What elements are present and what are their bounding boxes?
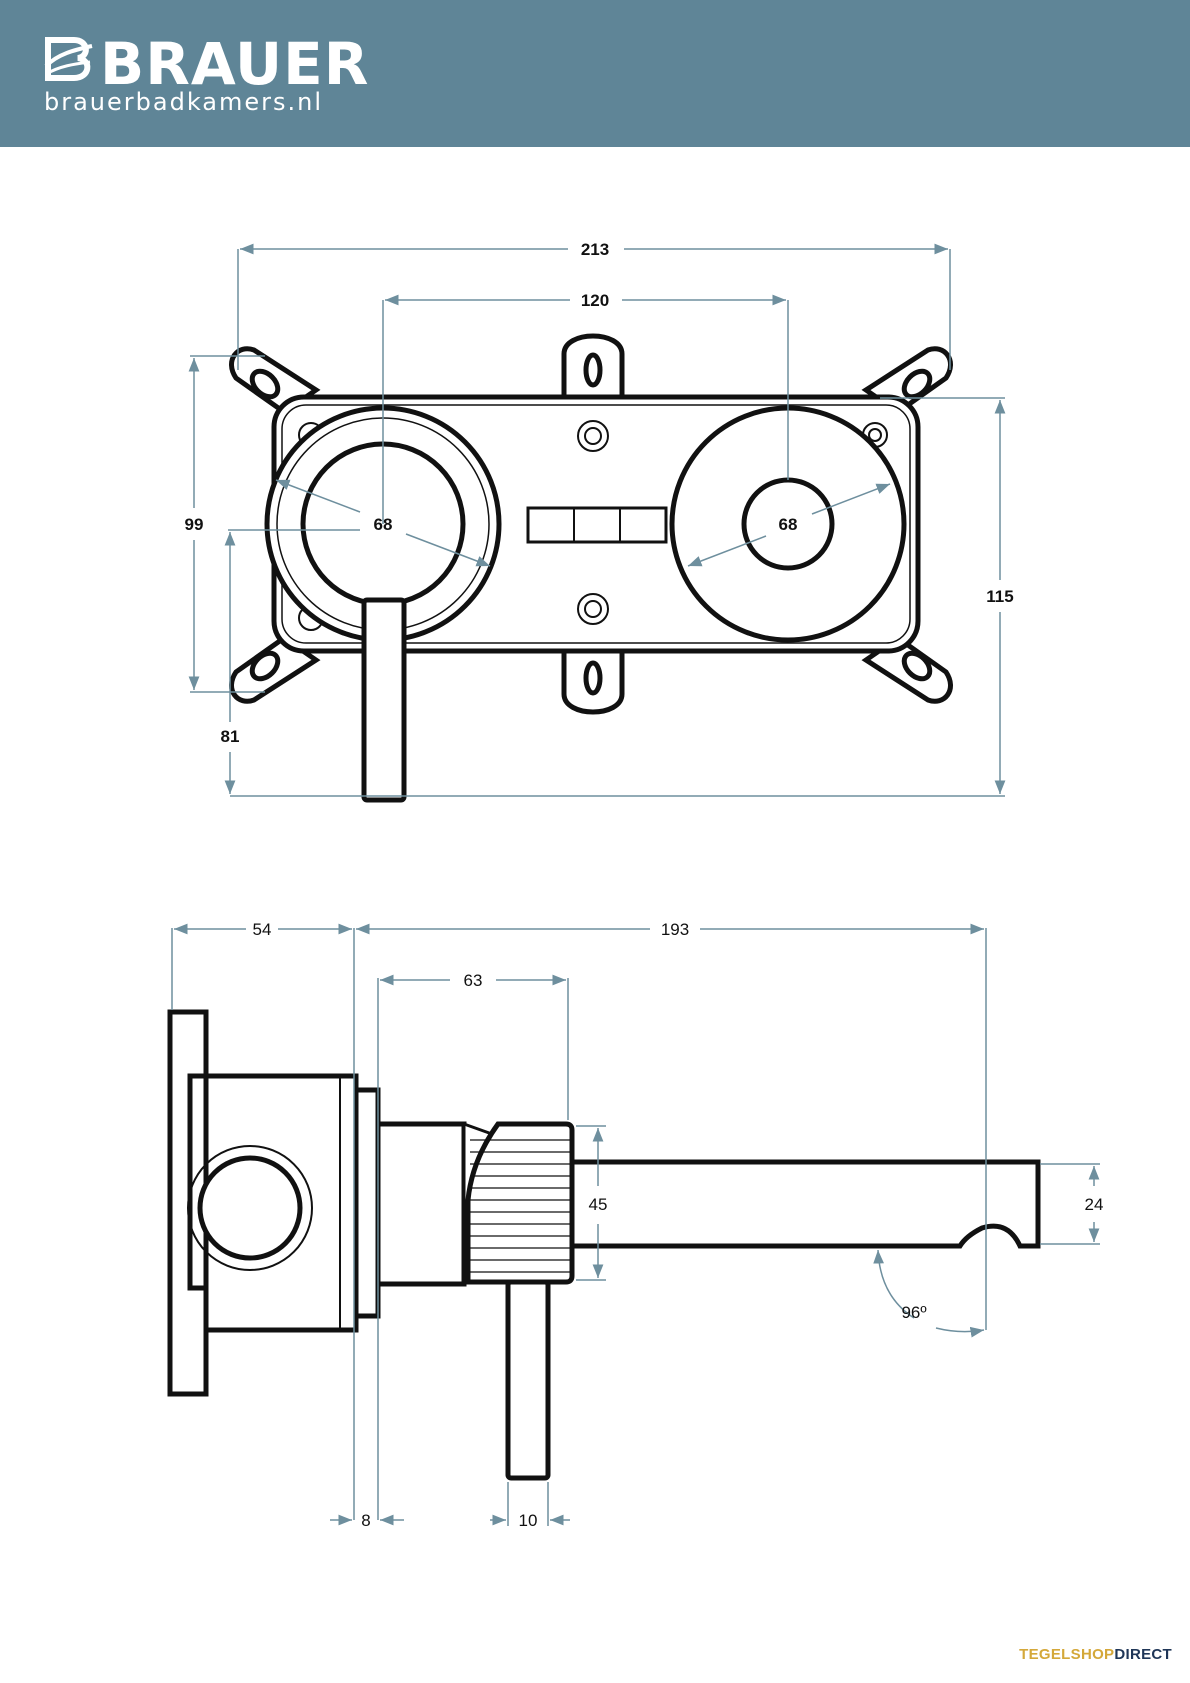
front-view-dimensions (188, 243, 1006, 797)
dim-flange-depth: 54 (253, 920, 272, 939)
footer-logo-part-b: DIRECT (1114, 1646, 1172, 1663)
spout-sleeve (375, 1121, 467, 1287)
tegelshopdirect-logo[interactable]: TEGELSHOPDIRECT (1019, 1646, 1172, 1663)
dim-center-spacing: 120 (581, 291, 609, 310)
spout (569, 1159, 1041, 1249)
dim-lever-width: 10 (519, 1511, 538, 1530)
brand-url[interactable]: brauerbadkamers.nl (44, 88, 324, 116)
mounting-ear-bottom-center (561, 647, 625, 715)
knurled-handle (465, 1121, 575, 1285)
dim-handle-depth: 63 (464, 971, 483, 990)
mixer-lever (361, 597, 407, 803)
side-view (167, 1009, 1041, 1481)
level-window (526, 506, 668, 544)
dim-plate-height: 115 (986, 587, 1013, 606)
dim-knob-diameter: 68 (779, 515, 798, 534)
mounting-ear-bottom-left (229, 634, 321, 704)
dim-handle-height: 45 (589, 1195, 608, 1214)
mounting-ear-bottom-right (861, 634, 953, 704)
dim-spout-angle: 96º (901, 1303, 926, 1322)
header-bar: BRAUER brauerbadkamers.nl (0, 0, 1190, 147)
side-view-dimensions (171, 923, 1100, 1526)
dim-handle-diameter: 68 (374, 515, 393, 534)
dim-spout-height: 24 (1085, 1195, 1104, 1214)
dim-lever-offset: 81 (221, 727, 240, 746)
footer-logo-part-a: TEGELSHOP (1019, 1646, 1115, 1663)
finishing-plate (353, 1087, 381, 1319)
mounting-ear-top-center (561, 333, 625, 403)
front-view-dimension-labels: 213 120 68 68 99 115 81 (185, 240, 1014, 746)
inlet-port (187, 1145, 313, 1271)
dim-plate-thickness: 8 (361, 1511, 370, 1530)
front-view (229, 333, 953, 803)
brauer-b-logo-icon (44, 37, 93, 81)
handle-lever (505, 1279, 551, 1481)
side-view-dimension-labels: 54 193 63 45 24 96º 8 10 (253, 920, 1104, 1530)
brand-name: BRAUER (100, 30, 370, 98)
dim-mounting-height: 99 (185, 515, 204, 534)
dim-overall-width: 213 (581, 240, 609, 259)
dim-overall-depth: 193 (661, 920, 689, 939)
